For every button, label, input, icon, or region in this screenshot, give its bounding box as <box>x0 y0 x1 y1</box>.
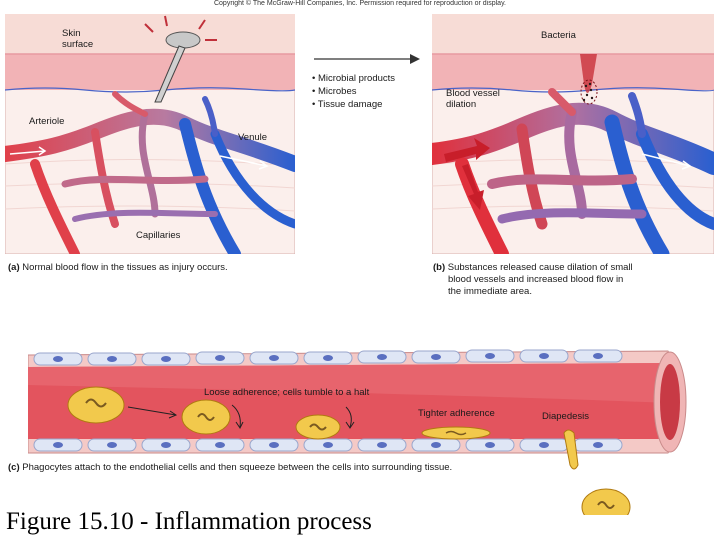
diapedesis-label: Diapedesis <box>542 411 589 422</box>
panel-c-caption-text: Phagocytes attach to the endothelial cel… <box>22 462 453 473</box>
panel-b-caption-line1: Substances released cause dilation of sm… <box>447 262 633 273</box>
bullet-microbes: • Microbes <box>312 86 357 97</box>
bullet-microbial-products: • Microbial products <box>312 73 396 84</box>
arteriole-label: Arteriole <box>29 116 65 127</box>
venule-label: Venule <box>238 132 268 143</box>
bacteria-label: Bacteria <box>541 30 576 41</box>
dilation-label-line1: Blood vessel <box>446 88 500 99</box>
loose-adherence-label: Loose adherence; cells tumble to a halt <box>204 387 370 398</box>
panel-a-caption: (a) Normal blood flow in the tissues as … <box>8 262 308 274</box>
bacteria-icon <box>580 54 598 105</box>
panel-b-caption-line2: blood vessels and increased blood flow i… <box>448 274 624 285</box>
tack-icon <box>144 15 217 103</box>
panel-b-caption: (b) Substances released cause dilation o… <box>433 262 717 298</box>
surface-label: surface <box>62 39 94 50</box>
panel-b-letter: (b) <box>433 262 446 273</box>
panel-a-caption-text: Normal blood flow in the tissues as inju… <box>22 262 228 273</box>
panel-a-illustration <box>5 14 295 254</box>
figure-title: Figure 15.10 - Inflammation process <box>6 508 372 535</box>
panel-c-caption: (c) Phagocytes attach to the endothelial… <box>8 462 568 474</box>
dilation-label-line2: dilation <box>446 99 477 110</box>
copyright-notice: Copyright © The McGraw-Hill Companies, I… <box>213 0 506 7</box>
skin-label: Skin <box>62 28 81 39</box>
transition-arrow-icon <box>314 54 420 64</box>
phagocyte-cells <box>67 386 631 515</box>
panel-c-letter: (c) <box>8 462 20 473</box>
panel-c-illustration <box>28 349 687 515</box>
bullet-tissue-damage: • Tissue damage <box>312 99 383 110</box>
panel-a-letter: (a) <box>8 262 20 273</box>
tighter-adherence-label: Tighter adherence <box>418 408 495 419</box>
capillaries-label: Capillaries <box>136 230 181 241</box>
panel-b-caption-line3: the immediate area. <box>448 286 532 297</box>
panel-b-illustration <box>432 14 714 254</box>
